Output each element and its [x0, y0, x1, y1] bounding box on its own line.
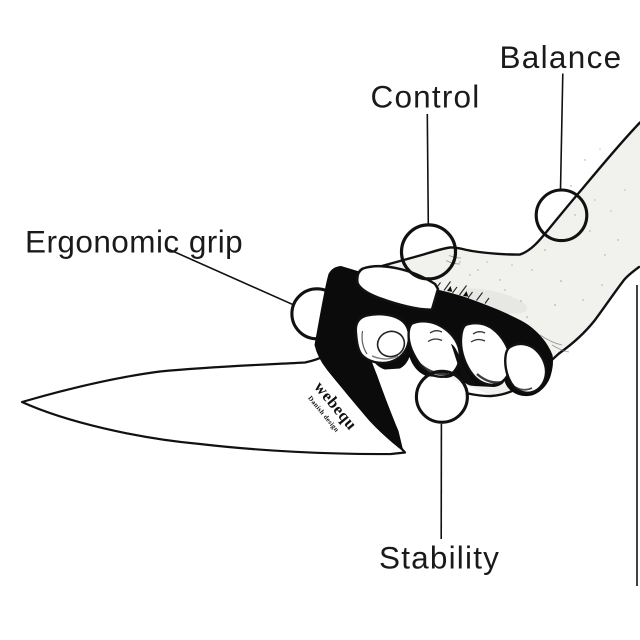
svg-text:Stability: Stability: [379, 540, 500, 576]
svg-text:Balance: Balance: [500, 39, 623, 75]
svg-text:Ergonomic grip: Ergonomic grip: [25, 224, 243, 260]
svg-text:Control: Control: [371, 79, 481, 115]
